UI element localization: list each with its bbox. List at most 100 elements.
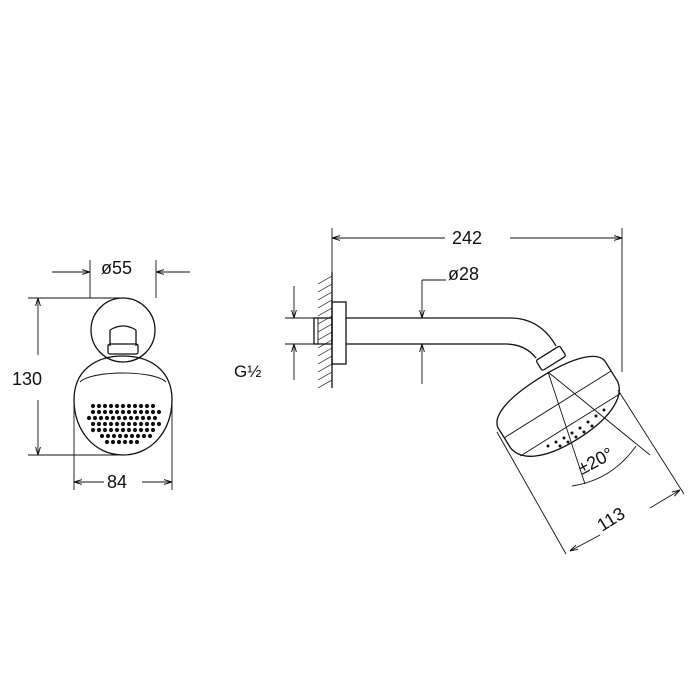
spray-hole	[134, 415, 140, 421]
side-spray-holes	[546, 408, 606, 448]
side-ball-joint	[535, 345, 566, 371]
spray-hole	[114, 427, 120, 433]
spray-hole	[570, 431, 574, 435]
hatch-line	[317, 323, 333, 333]
wall-hatching	[317, 275, 333, 389]
spray-hole	[122, 415, 128, 421]
dim-spray-angle: ±20°	[574, 443, 616, 478]
front-flange-outline	[90, 297, 156, 363]
hatch-line	[317, 299, 333, 309]
spray-hole	[114, 421, 120, 427]
spray-hole	[132, 409, 138, 415]
spray-arc	[571, 445, 637, 487]
spray-hole	[150, 427, 156, 433]
spray-hole	[590, 424, 594, 428]
arm-top-edge	[346, 317, 557, 347]
spray-hole	[156, 421, 162, 427]
spray-hole	[108, 403, 114, 409]
spray-hole	[582, 430, 586, 434]
spray-hole	[96, 409, 102, 415]
side-head	[496, 355, 621, 457]
ext-line-depth-b	[617, 389, 685, 495]
spray-hole	[98, 415, 104, 421]
hatch-line	[317, 363, 333, 373]
spray-hole	[123, 433, 129, 439]
spray-line-b	[547, 371, 651, 456]
spray-hole	[150, 403, 156, 409]
spray-hole	[144, 409, 150, 415]
spray-hole	[116, 415, 122, 421]
spray-hole	[96, 427, 102, 433]
spray-hole	[146, 415, 152, 421]
spray-hole	[156, 409, 162, 415]
spray-hole	[104, 439, 110, 445]
hatch-line	[317, 315, 333, 325]
spray-hole	[144, 427, 150, 433]
side-view: 242 ø28 G½ ±20° 113	[234, 228, 685, 555]
spray-hole	[117, 433, 123, 439]
hatch-line	[317, 355, 333, 365]
dim-arrow-depth-b	[649, 490, 680, 509]
spray-line-a	[547, 371, 586, 485]
spray-hole	[102, 409, 108, 415]
spray-hole	[574, 435, 578, 439]
front-view: ø55 130 84	[12, 258, 190, 492]
spray-hole	[122, 439, 128, 445]
dim-arm-length: 242	[452, 228, 482, 248]
spray-hole	[128, 439, 134, 445]
spray-hole	[594, 414, 598, 418]
spray-hole	[138, 403, 144, 409]
spray-hole	[129, 433, 135, 439]
dim-head-width: 84	[107, 472, 127, 492]
spray-hole	[120, 403, 126, 409]
front-ball-joint	[107, 343, 139, 355]
dim-head-depth: 113	[594, 503, 629, 535]
hatch-line	[317, 331, 333, 341]
spray-hole	[135, 433, 141, 439]
ext-line-depth-a	[496, 431, 567, 555]
dim-flange-diameter: ø55	[101, 258, 132, 278]
spray-hole	[126, 421, 132, 427]
spray-hole	[126, 409, 132, 415]
spray-hole	[586, 420, 590, 424]
spray-hole	[138, 421, 144, 427]
spray-hole	[132, 403, 138, 409]
dim-arrow-depth-a	[570, 534, 601, 551]
spray-hole	[120, 427, 126, 433]
spray-hole	[90, 421, 96, 427]
spray-hole	[132, 421, 138, 427]
spray-hole	[144, 421, 150, 427]
spray-hole	[546, 444, 550, 448]
spray-hole	[99, 433, 105, 439]
hatch-line	[317, 307, 333, 317]
spray-hole	[102, 403, 108, 409]
spray-hole	[126, 403, 132, 409]
spray-hole	[138, 409, 144, 415]
spray-hole	[92, 415, 98, 421]
spray-hole	[128, 415, 134, 421]
arm-bottom-edge	[346, 343, 537, 359]
spray-hole	[120, 409, 126, 415]
spray-hole	[114, 403, 120, 409]
spray-hole	[108, 427, 114, 433]
dim-arm-diameter: ø28	[448, 264, 479, 284]
hatch-line	[317, 371, 333, 381]
spray-hole	[566, 440, 570, 444]
spray-hole	[152, 415, 158, 421]
dim-total-height: 130	[12, 369, 42, 389]
spray-hole	[105, 433, 111, 439]
front-head-rim	[79, 372, 167, 383]
spray-hole	[126, 427, 132, 433]
spray-hole	[114, 409, 120, 415]
spray-hole	[144, 403, 150, 409]
spray-hole	[562, 436, 566, 440]
front-arm	[109, 325, 137, 346]
spray-hole	[110, 439, 116, 445]
spray-hole	[104, 415, 110, 421]
spray-hole	[602, 408, 606, 412]
spray-hole	[132, 427, 138, 433]
spray-hole	[120, 421, 126, 427]
spray-hole	[102, 427, 108, 433]
